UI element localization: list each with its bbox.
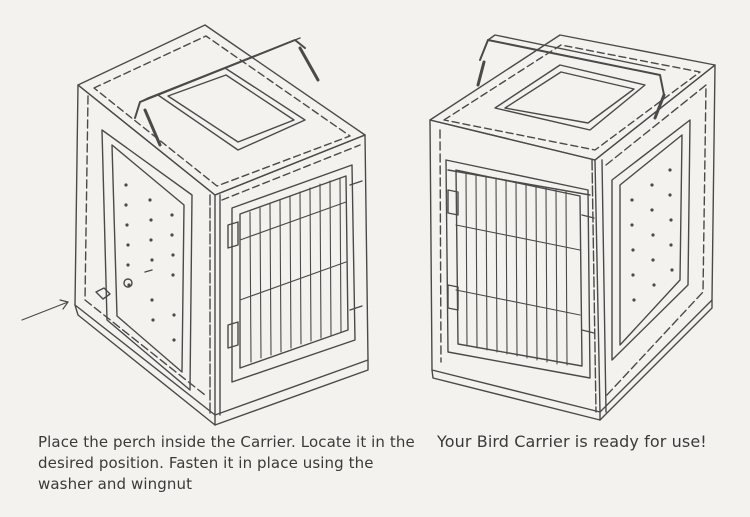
- carrier-left-illustration: [21, 24, 369, 426]
- step-instruction-text: Place the perch inside the Carrier. Loca…: [38, 433, 415, 493]
- carrier-right-illustration: [429, 34, 716, 421]
- ready-message-text: Your Bird Carrier is ready for use!: [437, 432, 707, 451]
